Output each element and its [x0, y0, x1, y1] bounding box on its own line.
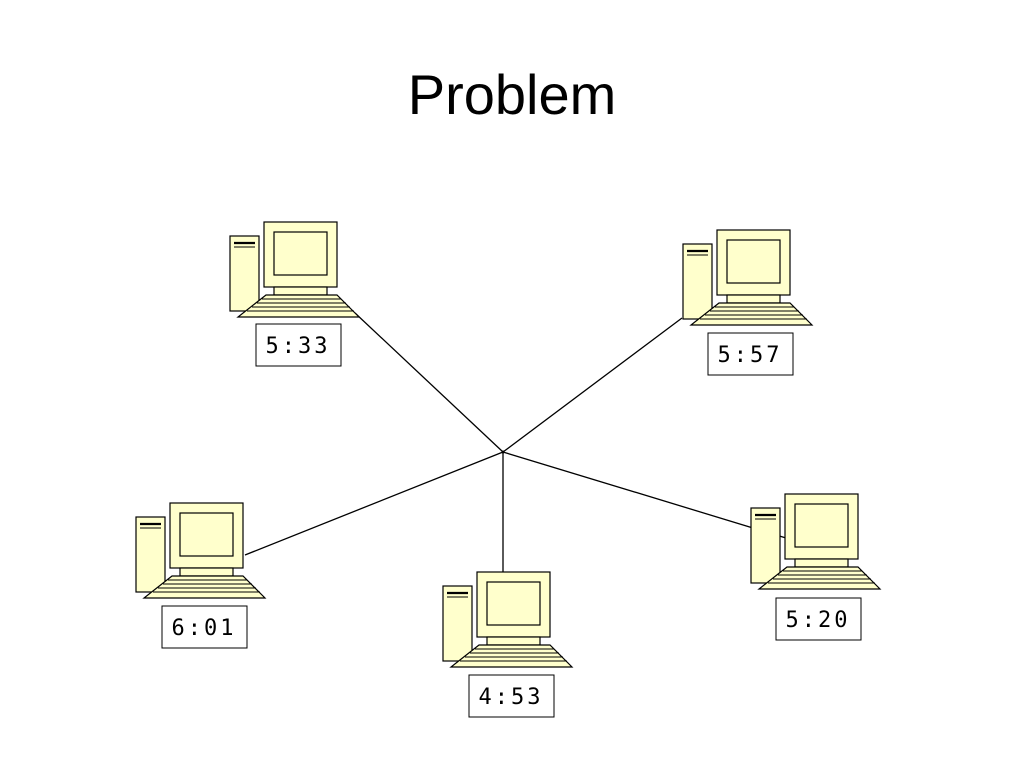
link-bottom-right — [502, 451, 787, 539]
clock-bottom-left: 6:01 — [161, 605, 248, 649]
clock-bottom-center: 4:53 — [468, 674, 555, 718]
clock-bottom-right-time: 5:20 — [786, 608, 851, 633]
clock-top-right-time: 5:57 — [718, 343, 783, 368]
clock-bottom-center-time: 4:53 — [479, 685, 544, 710]
clock-top-right: 5:57 — [707, 332, 794, 376]
computer-bottom-right — [749, 492, 882, 591]
clock-top-left: 5:33 — [255, 323, 342, 367]
network-links — [244, 312, 787, 572]
link-bottom-left — [244, 451, 504, 556]
computer-top-left — [228, 220, 361, 319]
computer-top-right — [681, 228, 814, 327]
link-top-right — [502, 317, 683, 453]
clock-bottom-left-time: 6:01 — [172, 616, 237, 641]
computer-bottom-center — [441, 570, 574, 669]
clock-top-left-time: 5:33 — [266, 334, 331, 359]
network-hub — [501, 450, 505, 454]
slide-title: Problem — [407, 63, 617, 126]
computer-bottom-left — [134, 501, 267, 600]
link-top-left — [354, 312, 504, 453]
clock-bottom-right: 5:20 — [775, 597, 862, 641]
